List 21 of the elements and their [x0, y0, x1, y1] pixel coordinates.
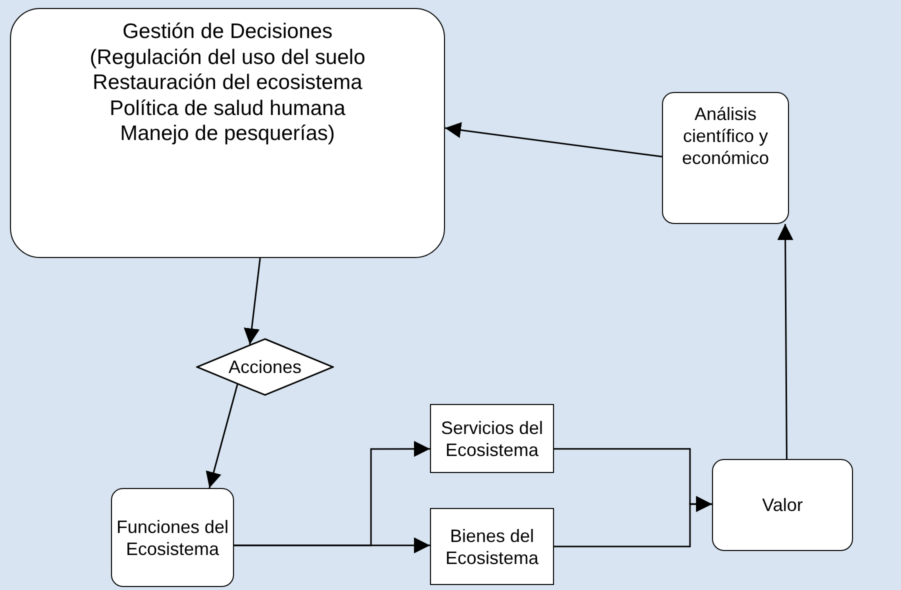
arrow — [444, 122, 662, 158]
arrow — [554, 496, 712, 548]
node-text: Análisis científico y económico — [680, 103, 770, 169]
arrow — [244, 258, 261, 344]
node-text: Gestión de Decisiones — [122, 19, 333, 44]
arrow — [234, 537, 430, 554]
node-text: Bienes del Ecosistema — [444, 524, 540, 568]
arrow — [777, 224, 794, 459]
node-text: Funciones del Ecosistema — [115, 516, 230, 560]
process-box — [430, 404, 554, 473]
node-text: Servicios del Ecosistema — [440, 416, 544, 460]
process-box — [430, 508, 554, 585]
node-text: Valor — [762, 494, 803, 516]
process-box — [10, 8, 445, 258]
process-box — [111, 488, 234, 587]
process-box — [712, 459, 853, 551]
process-box — [662, 92, 789, 224]
node-text: Acciones — [228, 356, 302, 378]
decision-diamond — [196, 338, 334, 396]
node-text: (Regulación del uso del suelo Restauración del ecosistema Política de salud humana Manejo de pesquerías) — [88, 44, 366, 146]
arrow — [206, 384, 238, 488]
